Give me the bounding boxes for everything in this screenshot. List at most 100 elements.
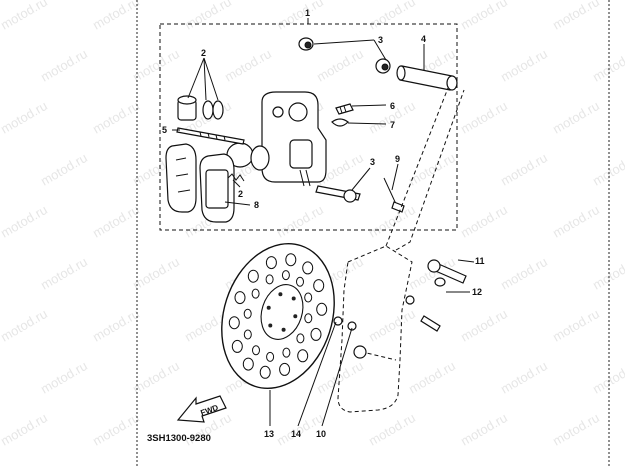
pin-plug-screw bbox=[383, 177, 405, 213]
watermark-text: motod.ru bbox=[458, 306, 510, 345]
callout-1: 1 bbox=[305, 8, 310, 18]
watermark-text: motod.ru bbox=[458, 410, 510, 449]
watermark-text: motod.ru bbox=[90, 98, 142, 137]
disc-vent-hole bbox=[266, 351, 275, 362]
watermark-text: motod.ru bbox=[550, 306, 602, 345]
caliper-mount-bolt bbox=[427, 259, 467, 284]
disc-vent-hole bbox=[302, 261, 314, 275]
disc-vent-hole bbox=[285, 253, 297, 267]
disc-vent-hole bbox=[265, 256, 277, 270]
disc-vent-hole bbox=[297, 349, 309, 363]
brake-pad-outer bbox=[165, 143, 197, 213]
disc-vent-hole bbox=[247, 269, 259, 283]
watermark-text: motod.ru bbox=[550, 202, 602, 241]
disc-vent-hole bbox=[243, 329, 252, 340]
watermark-text: motod.ru bbox=[458, 98, 510, 137]
mount-washer bbox=[434, 277, 446, 287]
watermark-text: motod.ru bbox=[130, 46, 182, 85]
disc-vent-hole bbox=[281, 270, 290, 281]
watermark-text: motod.ru bbox=[38, 254, 90, 293]
bleed-cap bbox=[331, 118, 349, 127]
watermark-text: motod.ru bbox=[550, 0, 602, 33]
watermark-text: motod.ru bbox=[130, 254, 182, 293]
boot-upper bbox=[298, 37, 314, 51]
lower-mount-bolt bbox=[420, 315, 441, 332]
watermark-text: motod.ru bbox=[406, 358, 458, 397]
disc-vent-hole bbox=[304, 292, 313, 303]
callout-9: 9 bbox=[395, 154, 400, 164]
watermark-text: motod.ru bbox=[0, 410, 50, 449]
watermark-text: motod.ru bbox=[90, 410, 142, 449]
watermark-text: motod.ru bbox=[590, 254, 625, 293]
callout-12: 12 bbox=[472, 287, 482, 297]
disc-bolt bbox=[333, 316, 357, 331]
disc-vent-hole bbox=[304, 313, 313, 324]
watermark-text: motod.ru bbox=[222, 46, 274, 85]
disc-vent-hole bbox=[279, 362, 291, 376]
disc-vent-hole bbox=[282, 347, 291, 358]
pad-pin-bolt bbox=[176, 127, 245, 145]
callout-2-upper: 2 bbox=[201, 48, 206, 58]
callout-7: 7 bbox=[390, 120, 395, 130]
watermark-text: motod.ru bbox=[550, 410, 602, 449]
watermark-text: motod.ru bbox=[314, 46, 366, 85]
watermark-text: motod.ru bbox=[0, 202, 50, 241]
disc-mount-bolt-hole bbox=[293, 314, 298, 319]
watermark-text: motod.ru bbox=[498, 358, 550, 397]
axle-hole bbox=[353, 295, 415, 359]
watermark-text: motod.ru bbox=[38, 150, 90, 189]
disc-vent-hole bbox=[251, 288, 260, 299]
disc-mount-bolt-hole bbox=[268, 323, 273, 328]
disc-vent-hole bbox=[316, 302, 328, 316]
disc-vent-hole bbox=[243, 308, 252, 319]
watermark-text: motod.ru bbox=[90, 0, 142, 33]
watermark-text: motod.ru bbox=[0, 0, 50, 33]
caliper-body bbox=[226, 91, 327, 187]
callout-3-upper: 3 bbox=[378, 35, 383, 45]
disc-vent-hole bbox=[231, 339, 243, 353]
watermark-text: motod.ru bbox=[458, 0, 510, 33]
lower-pin bbox=[315, 185, 361, 203]
watermark-text: motod.ru bbox=[274, 0, 326, 33]
bleed-screw bbox=[335, 103, 354, 115]
watermark-text: motod.ru bbox=[590, 150, 625, 189]
watermark-text: motod.ru bbox=[498, 46, 550, 85]
disc-vent-hole bbox=[259, 365, 271, 379]
watermark-text: motod.ru bbox=[550, 98, 602, 137]
watermark-text: motod.ru bbox=[366, 410, 418, 449]
boot-right bbox=[375, 58, 391, 74]
watermark-text: motod.ru bbox=[38, 358, 90, 397]
callout-8: 8 bbox=[254, 200, 259, 210]
watermark-text: motod.ru bbox=[366, 306, 418, 345]
watermark-text: motod.ru bbox=[0, 98, 50, 137]
disc-vent-hole bbox=[242, 357, 254, 371]
watermark-text: motod.ru bbox=[458, 202, 510, 241]
callout-6: 6 bbox=[390, 101, 395, 111]
disc-vent-hole bbox=[313, 279, 325, 293]
watermark-text: motod.ru bbox=[590, 46, 625, 85]
disc-vent-hole bbox=[252, 345, 260, 356]
callout-14: 14 bbox=[291, 429, 301, 439]
watermark-text: motod.ru bbox=[90, 306, 142, 345]
callout-10: 10 bbox=[316, 429, 326, 439]
brake-pad-inner bbox=[199, 153, 235, 223]
watermark-text: motod.ru bbox=[590, 358, 625, 397]
disc-mount-bolt-hole bbox=[266, 305, 271, 310]
callout-13: 13 bbox=[264, 429, 274, 439]
brake-disc bbox=[221, 242, 335, 390]
callout-5: 5 bbox=[162, 125, 167, 135]
watermark-text: motod.ru bbox=[498, 254, 550, 293]
watermark-text: motod.ru bbox=[366, 0, 418, 33]
watermark-text: motod.ru bbox=[130, 358, 182, 397]
caliper-assembly-box bbox=[159, 23, 458, 231]
watermark-text: motod.ru bbox=[0, 306, 50, 345]
disc-mount-bolt-hole bbox=[291, 296, 296, 301]
disc-vent-hole bbox=[296, 276, 304, 287]
watermark-text: motod.ru bbox=[90, 202, 142, 241]
disc-vent-hole bbox=[228, 316, 240, 330]
watermark-text: motod.ru bbox=[498, 150, 550, 189]
disc-mount-bolt-hole bbox=[278, 292, 283, 297]
piston-seal-set bbox=[177, 95, 224, 121]
